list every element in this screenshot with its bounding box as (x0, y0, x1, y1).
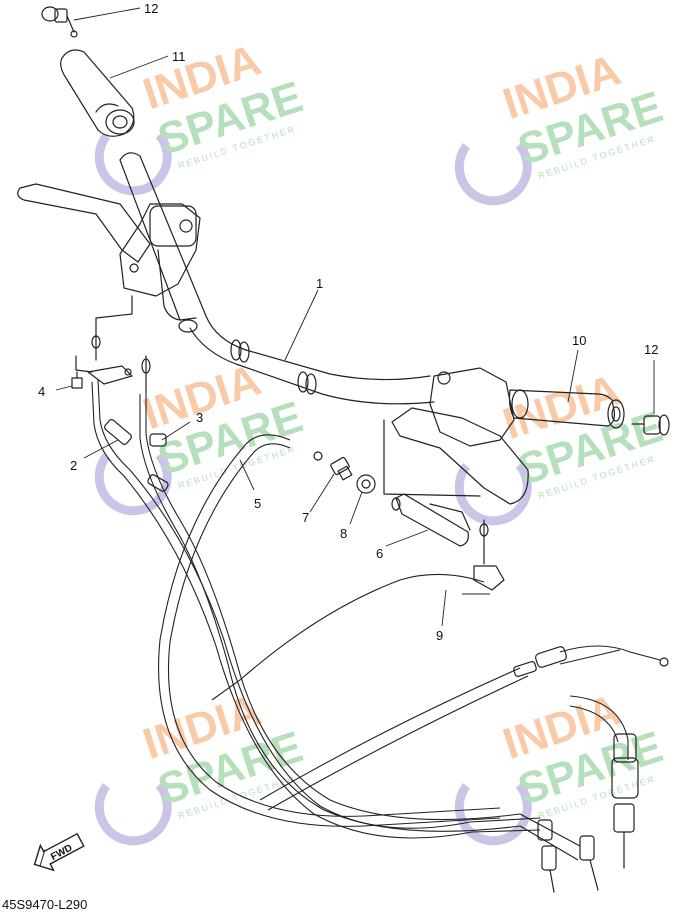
nut (356, 474, 376, 494)
watermark-top-right: INDIA SPARE REBUILD TOGETHER (454, 45, 668, 206)
callout-8: 8 (340, 526, 347, 541)
bolt (71, 355, 93, 389)
handlebar (119, 152, 435, 405)
watermark-mid-left: INDIA SPARE REBUILD TOGETHER (94, 355, 308, 516)
throttle-grip (60, 49, 135, 137)
diagram-code: 45S9470-L290 (2, 897, 87, 912)
grip-end-top (41, 6, 78, 38)
watermark-bottom-left: INDIA SPARE REBUILD TOGETHER (94, 685, 308, 846)
callout-7: 7 (302, 510, 309, 525)
cable-holder (87, 329, 151, 393)
callout-11: 11 (172, 49, 186, 64)
starter-plunger (391, 493, 471, 547)
left-lever-assembly (17, 183, 201, 333)
watermark-mid-right: INDIA SPARE REBUILD TOGETHER (454, 365, 668, 526)
cables (91, 379, 661, 861)
fwd-arrow: FWD (33, 832, 85, 872)
callout-1: 1 (316, 276, 323, 291)
grip-end-right (631, 414, 670, 436)
callout-4: 4 (38, 384, 45, 399)
callout-12-right: 12 (644, 342, 658, 357)
callout-9: 9 (436, 628, 443, 643)
callout-3: 3 (196, 410, 203, 425)
starter-bracket (473, 519, 505, 591)
fwd-label: FWD (49, 843, 74, 863)
callout-2: 2 (70, 458, 77, 473)
adjuster-bolt (330, 456, 353, 481)
callout-10: 10 (572, 333, 586, 348)
callout-12-top: 12 (144, 1, 158, 16)
callout-5: 5 (254, 496, 261, 511)
right-switch-assembly (383, 367, 529, 505)
cable-adjusters (104, 419, 669, 893)
watermark-top-left: INDIA SPARE REBUILD TOGETHER (94, 35, 308, 196)
leader-lines (55, 7, 655, 627)
callout-6: 6 (376, 546, 383, 561)
right-grip (508, 389, 625, 429)
